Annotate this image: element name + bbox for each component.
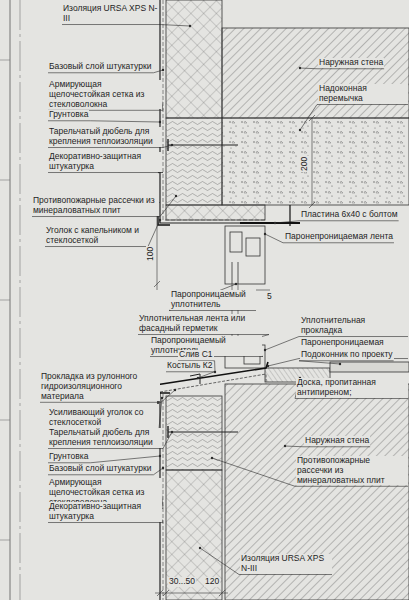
callout-text: Противопожарные рассечки из минераловатн… [296,456,408,485]
callout-text: Базовый слой штукатурки [48,62,152,72]
insulation [166,470,222,600]
fire-break [166,118,222,205]
steel-plate [240,205,300,226]
callout-text: Наружная стена [304,436,370,446]
lintel [222,118,409,205]
wall [225,384,409,600]
callout-text: Прокладка из рулонного гидроизоляционног… [40,372,160,401]
callout-text: Паронепроницаемая лента [284,232,394,242]
leader-line [32,196,176,217]
base-plaster [163,0,265,220]
callout-text: Уголок с капельником и стеклосеткой [45,226,147,246]
callout-text: Наружная стена [318,58,384,68]
leader-line [62,25,190,26]
leader-dot [267,365,269,367]
callout-text: Декоративно-защитная штукатурка [48,152,162,172]
callout-text: Усиливающий уголок со стеклосеткой [48,408,158,428]
leader-line [295,378,408,399]
callout-text: Противопожарные рассечки из минераловатн… [32,196,159,216]
window-sill [330,362,409,372]
bracket [190,374,200,384]
leader-line [48,121,160,122]
dimension-text: 5 [266,292,273,302]
leader-line [200,548,332,575]
callout-text: Грунтовка [48,110,89,120]
leader-dot [274,222,276,224]
leader-dot [235,283,237,285]
leader-line [299,361,394,364]
leader-dot [162,69,164,71]
leader-dot [211,457,213,459]
leader-dot [264,349,266,351]
leader-dot [214,371,216,373]
callout-text: Пластина 6х40 с болтом [300,210,399,220]
waterproof-layer [160,374,266,392]
dimension-text: 30...50 [168,577,196,587]
plate-dowel [168,139,238,151]
leader-dot [189,25,191,27]
leader-dot [299,67,301,69]
callout-text: Изоляция URSA XPS N-III [62,4,159,24]
dimension-line [154,115,315,290]
plaster-finish [160,0,266,223]
leader-dot [299,129,301,131]
leader-line [48,398,162,429]
drip-angle [158,214,170,225]
fire-break [166,396,222,470]
leader-line [169,284,256,311]
leader-dot [264,233,266,235]
callout-text: Декоративно-защитная штукатурка [48,502,162,522]
callout-text: Доска, пропитанная антипиреном; [296,378,408,398]
base-plaster [163,394,164,600]
callout-text: Костыль К2 [166,361,213,371]
leader-dot [199,547,201,549]
insulation-return [166,205,265,220]
callout-text: Армирующая щелочестойкая сетка из стекло… [48,80,162,109]
leader-line [275,221,399,223]
callout-text: Подоконник по проекту [300,350,394,360]
leader-dot [159,121,161,123]
leader-dot [284,445,286,447]
dimension-text: 200 [300,156,310,172]
leader-line [166,372,214,378]
leader-dot [174,389,176,391]
leader-dot [162,467,164,469]
leader-line [300,105,408,130]
leader-dot [197,377,199,379]
callout-text: Паропроницаемый уплотнитель [170,290,256,310]
leader-dot [159,455,161,457]
callout-text: Тарельчатый дюбель для крепления теплоиз… [48,127,162,147]
dimension-text: 120 [204,577,220,587]
callout-text: Слив С1 [178,350,214,360]
callout-text: Тарельчатый дюбель для крепления теплоиз… [48,428,162,448]
window-frame [225,226,265,284]
leader-dot [339,363,341,365]
callout-text: Надоконная перемычка [318,84,408,104]
leader-dot [171,144,173,146]
insulation [166,0,222,118]
leader-line [45,220,160,247]
leader-dot [175,195,177,197]
callout-text: Базовый слой штукатурки [48,464,152,474]
callout-text: Грунтовка [48,452,89,462]
leader-line [48,172,163,174]
dimension-text: 100 [146,246,156,262]
leader-dot [161,397,163,399]
plate-dowel [168,426,238,438]
leader-dot [159,219,161,221]
callout-text: Изоляция URSA XPS N-III [240,554,332,574]
callout-text: Уплотнительная лента или фасадный гермет… [138,314,268,334]
border-ticks [0,60,10,540]
leader-dot [171,431,173,433]
callout-text: Уплотнительная прокладка [300,316,408,336]
dimension-line [155,590,228,596]
sheet-border [20,0,21,600]
